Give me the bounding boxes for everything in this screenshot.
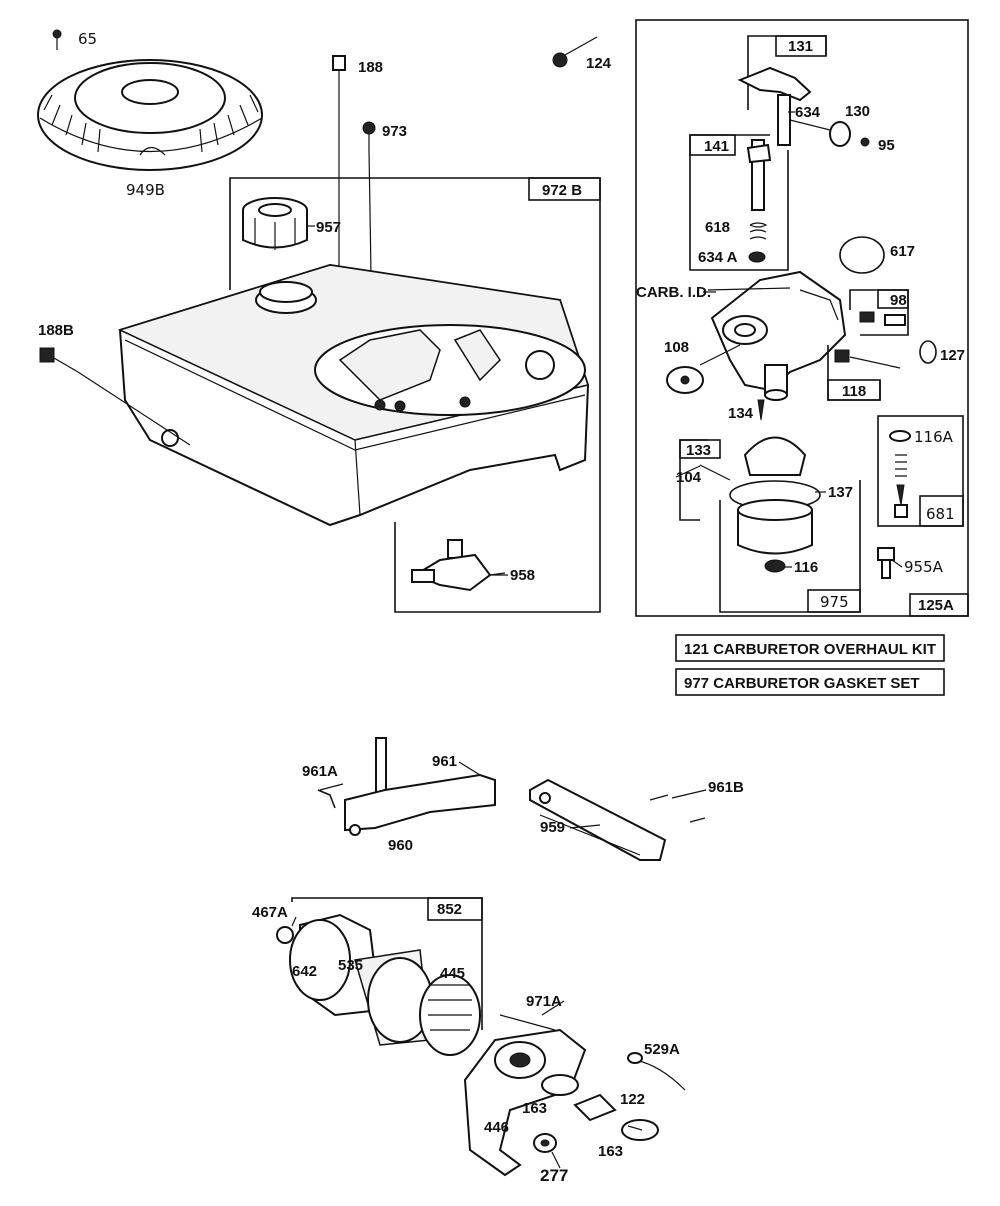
needle-98 — [849, 289, 909, 336]
base-446 — [463, 1014, 587, 1177]
needle-134 — [757, 399, 765, 421]
bolt-124 — [552, 36, 598, 68]
label-972B: 972 B — [542, 182, 582, 199]
needle-118 — [827, 345, 901, 401]
label-116A: 116A — [914, 428, 954, 446]
label-134: 134 — [728, 405, 754, 422]
washer-277 — [533, 1133, 557, 1153]
fuel-valve-958 — [411, 539, 506, 592]
label-961: 961 — [432, 753, 457, 770]
label-642: 642 — [292, 963, 317, 980]
label-529A: 529A — [644, 1041, 680, 1058]
label-445: 445 — [440, 965, 465, 982]
label-65: 65 — [78, 30, 97, 48]
carburetor-body — [707, 270, 847, 401]
drain-screw-955A — [877, 547, 895, 579]
label-122: 122 — [620, 1091, 645, 1108]
label-973: 973 — [382, 123, 407, 140]
label-852: 852 — [437, 901, 462, 918]
label-618: 618 — [705, 219, 730, 236]
label-975: 975 — [820, 593, 849, 611]
screw-65 — [52, 29, 62, 50]
inlet-needle-box — [877, 415, 964, 527]
label-634A: 634 A — [698, 249, 738, 266]
part-labels: 65 949B 188 973 124 957 972 B 188B 958 1… — [38, 30, 965, 1185]
label-131: 131 — [788, 38, 813, 55]
screw-95 — [860, 137, 870, 147]
label-108: 108 — [664, 339, 689, 356]
label-124: 124 — [586, 55, 612, 72]
air-cleaner-852 — [276, 897, 483, 1056]
overhaul-kit-label: 121 CARBURETOR OVERHAUL KIT — [675, 634, 945, 662]
bolt-188B — [39, 347, 191, 446]
label-957: 957 — [316, 219, 341, 236]
breather-tube-529A — [627, 1052, 686, 1091]
gas-cap-957 — [242, 197, 308, 250]
label-188B: 188B — [38, 322, 74, 339]
label-634: 634 — [795, 104, 821, 121]
svg-text:977 CARBURETOR GASKET SET: 977 CARBURETOR GASKET SET — [684, 675, 920, 692]
label-955A: 955A — [904, 558, 944, 576]
label-949B: 949B — [126, 181, 165, 199]
choke-131 — [737, 35, 827, 146]
svg-text:121 CARBURETOR OVERHAUL KIT: 121 CARBURETOR OVERHAUL KIT — [684, 641, 936, 658]
label-98: 98 — [890, 292, 907, 309]
label-971A: 971A — [526, 993, 562, 1010]
label-188: 188 — [358, 59, 383, 76]
throttle-141 — [689, 134, 789, 271]
label-95: 95 — [878, 137, 895, 154]
label-960: 960 — [388, 837, 413, 854]
label-163-upper: 163 — [522, 1100, 547, 1117]
label-125A: 125A — [918, 597, 954, 614]
label-118: 118 — [842, 383, 866, 400]
label-137: 137 — [828, 484, 853, 501]
label-446: 446 — [484, 1119, 509, 1136]
label-535: 535 — [338, 957, 363, 974]
bowl-975 — [719, 480, 861, 613]
float-133 — [679, 436, 807, 521]
label-163-lower: 163 — [598, 1143, 623, 1160]
label-141: 141 — [704, 138, 729, 155]
leader-lines — [291, 111, 903, 1169]
washer-130 — [789, 119, 851, 147]
air-cleaner-cover — [37, 59, 263, 171]
label-carb-id: CARB. I.D. — [636, 284, 711, 301]
o-ring-617 — [839, 236, 885, 274]
label-961B: 961B — [708, 779, 744, 796]
governor-lever-960 — [317, 737, 496, 836]
label-130: 130 — [845, 103, 870, 120]
label-127: 127 — [940, 347, 965, 364]
o-ring-127 — [919, 340, 937, 364]
label-681: 681 — [926, 505, 955, 523]
carburetor-box — [635, 19, 969, 617]
label-277: 277 — [540, 1166, 568, 1185]
bracket-959 — [529, 778, 706, 861]
fuel-tank-group — [117, 177, 601, 613]
label-467A: 467A — [252, 904, 288, 921]
label-133: 133 — [686, 442, 711, 459]
label-617: 617 — [890, 243, 915, 260]
label-116: 116 — [794, 559, 818, 576]
plate-108 — [666, 344, 741, 394]
label-104: 104 — [676, 469, 702, 486]
label-959: 959 — [540, 819, 565, 836]
gasket-163a — [541, 1074, 579, 1096]
gasket-set-label: 977 CARBURETOR GASKET SET — [675, 668, 945, 696]
elbow-122 — [573, 1093, 617, 1122]
label-961A: 961A — [302, 763, 338, 780]
label-958: 958 — [510, 567, 535, 584]
